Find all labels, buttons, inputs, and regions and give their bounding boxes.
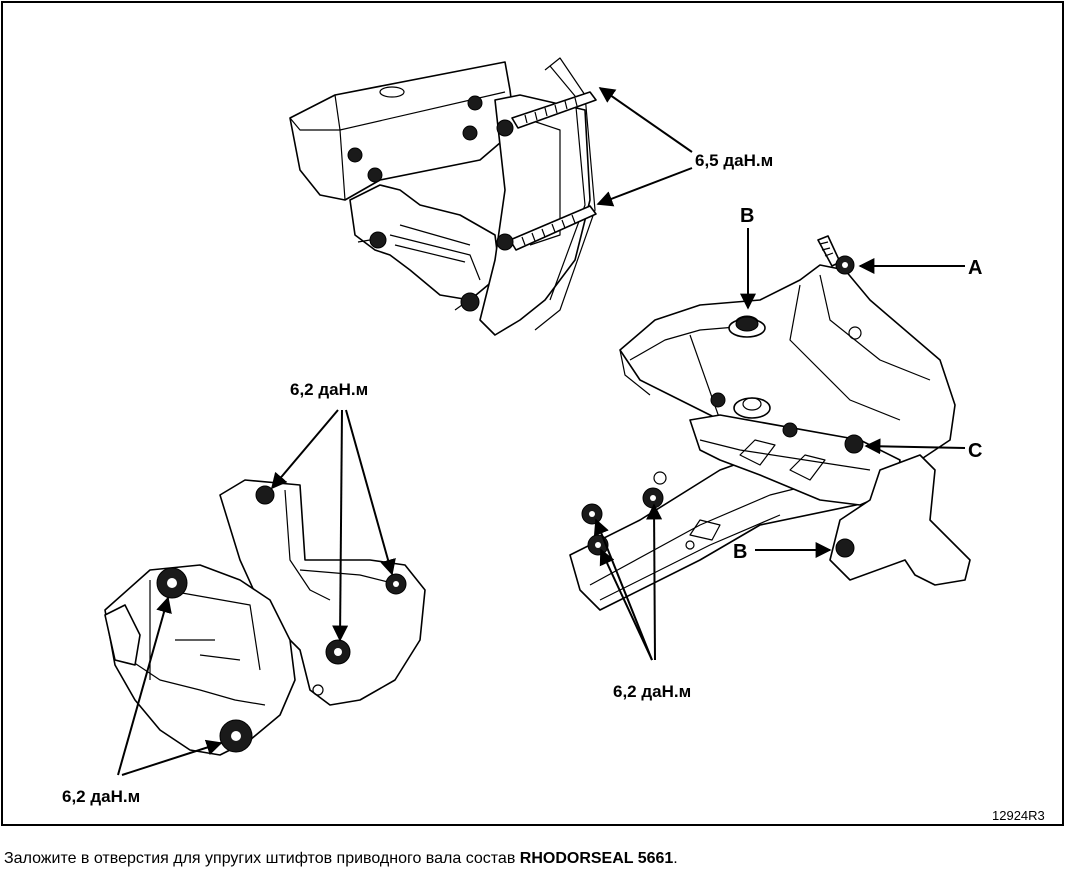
point-label-b-bottom: B [733,541,747,563]
torque-label-left-top: 6,2 даН.м [290,380,368,399]
figure-reference: 12924R3 [992,808,1045,823]
caption-end: . [673,850,678,867]
point-label-a: A [968,257,982,279]
torque-label-right-bottom: 6,2 даН.м [613,682,691,701]
figure-border [1,1,1064,826]
left-mount-assembly [104,479,426,756]
caption-bold: RHODORSEAL 5661 [519,850,674,867]
top-bracket-assembly [289,57,597,336]
right-mount-assembly [569,235,971,611]
point-label-c: C [968,440,982,462]
torque-label-top: 6,5 даН.м [695,151,773,170]
point-label-b-top: B [740,205,754,227]
torque-label-left-bottom: 6,2 даН.м [62,787,140,806]
caption: Заложите в отверстия для упругих штифтов… [4,850,678,868]
caption-text: Заложите в отверстия для упругих штифтов… [4,850,520,867]
leader-lines [117,87,966,776]
